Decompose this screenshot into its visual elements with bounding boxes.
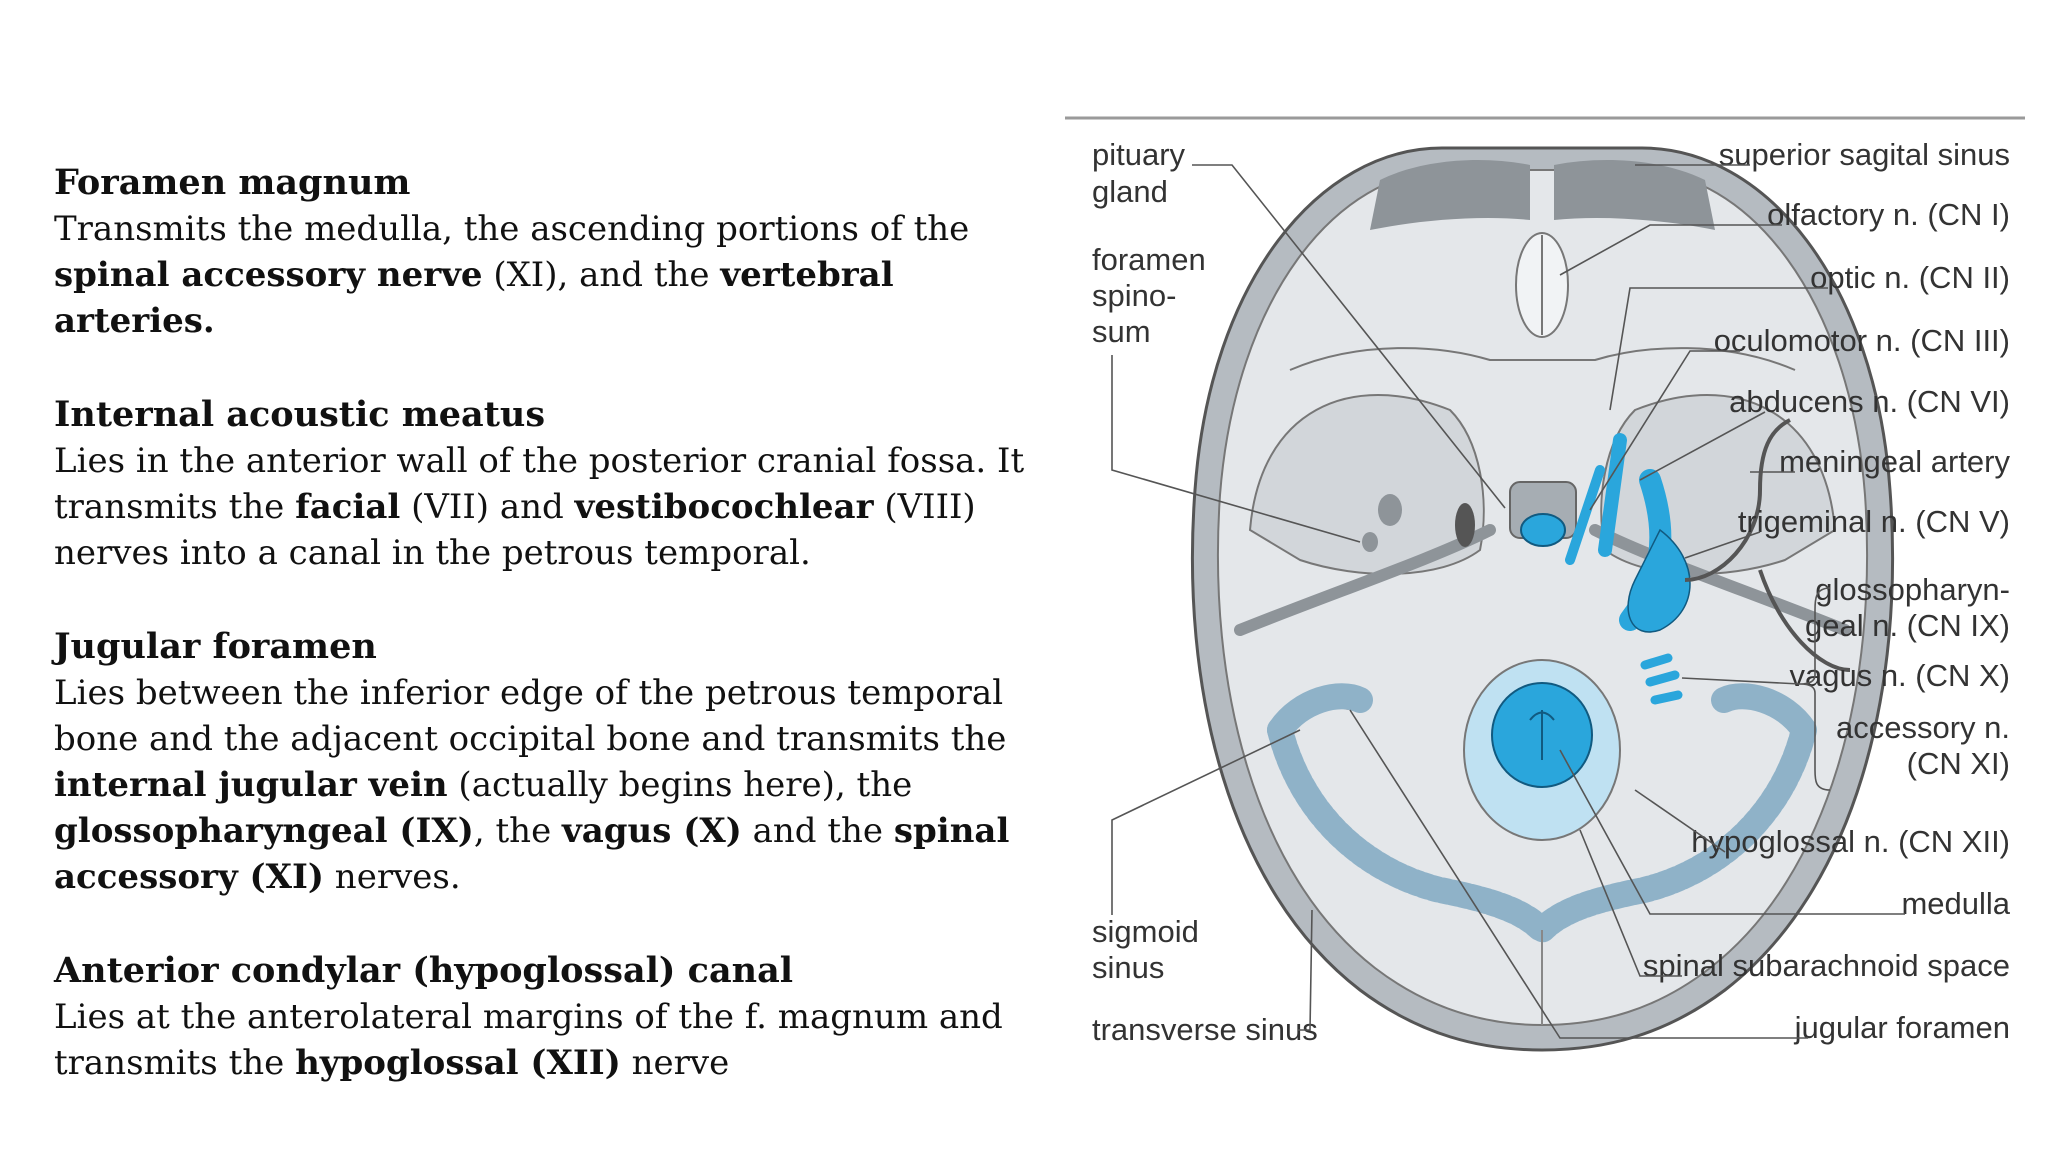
label-pituary: pituary — [1092, 137, 1186, 172]
meningeal-artery-branch — [1758, 569, 1851, 672]
frontal-sinus-left — [1370, 160, 1530, 230]
label-sigmoid-1: sigmoid — [1092, 914, 1199, 949]
leader-hypoglossal — [1634, 789, 1726, 853]
label-hypoglossal: hypoglossal n. (CN XII) — [1691, 824, 2010, 859]
vagus-nerve — [1645, 670, 1680, 687]
label-superior-sagital: superior sagital sinus — [1719, 137, 2010, 172]
label-optic: optic n. (CN II) — [1810, 260, 2010, 295]
skull-base-svg: pituary gland foramen spino- sum sigmoid… — [1065, 116, 2025, 1052]
bold-term: vestibocochlear — [574, 487, 874, 527]
section-internal-acoustic-meatus: Internal acoustic meatus Lies in the ant… — [54, 392, 1064, 576]
skull-drawing — [1190, 146, 1895, 1052]
frontal-sinus-right — [1554, 160, 1715, 230]
glossopharyngeal-nerve — [1640, 653, 1673, 670]
right-labels: superior sagital sinus olfactory n. (CN … — [1349, 137, 2011, 1045]
text-run: nerves. — [324, 857, 461, 897]
label-meningeal: meningeal artery — [1779, 444, 2010, 479]
leader-jugular — [1349, 709, 1808, 1039]
label-abducens: abducens n. (CN VI) — [1729, 384, 2010, 419]
bold-term: spinal accessory (XI) — [54, 811, 1010, 897]
section-heading: Foramen magnum — [54, 162, 411, 203]
bold-term: glossopharyngeal (IX) — [54, 811, 474, 851]
leader-trigeminal — [1684, 531, 1761, 559]
text-run: Transmits the medulla, the ascending por… — [54, 209, 970, 249]
pituitary-gland — [1520, 513, 1566, 547]
leader-medulla — [1559, 749, 1905, 915]
label-olfactory: olfactory n. (CN I) — [1767, 197, 2010, 232]
optic-nerve-branch — [1598, 433, 1627, 557]
bold-term: facial — [295, 487, 401, 527]
bold-term: internal jugular vein — [54, 765, 448, 805]
text-run: nerve — [620, 1043, 730, 1083]
section-body: Transmits the medulla, the ascending por… — [54, 206, 1064, 344]
carotid-canal-left — [1455, 503, 1475, 547]
label-spinosum-1: foramen — [1092, 242, 1206, 277]
label-jugular: jugular foramen — [1794, 1010, 2010, 1045]
accessory-nerve — [1650, 690, 1683, 705]
label-transverse: transverse sinus — [1092, 1012, 1318, 1047]
leader-optic — [1609, 287, 1828, 411]
text-run: (actually begins here), the — [447, 765, 913, 805]
sigmoid-sinus-left — [1267, 683, 1373, 743]
oculomotor-nerve-branch — [1565, 465, 1605, 565]
text-run: Lies between the inferior edge of the pe… — [54, 673, 1007, 759]
label-accessory-1: accessory n. — [1836, 710, 2010, 745]
section-body: Lies in the anterior wall of the posteri… — [54, 438, 1064, 576]
label-trigeminal: trigeminal n. (CN V) — [1738, 504, 2010, 539]
text-run: and the — [741, 811, 894, 851]
bold-term: spinal accessory nerve — [54, 255, 483, 295]
section-body: Lies between the inferior edge of the pe… — [54, 670, 1064, 900]
trigeminal-ganglion — [1627, 528, 1691, 633]
text-run: (XI), and the — [482, 255, 721, 295]
skull-base-diagram: pituary gland foramen spino- sum sigmoid… — [1060, 110, 2030, 1060]
leader-sigmoid — [1111, 729, 1301, 915]
text-run: Lies in the anterior wall of the posteri… — [54, 441, 1025, 527]
bold-term: vertebral arteries. — [54, 255, 894, 341]
leader-spinal-sub — [1579, 829, 1682, 977]
label-vagus: vagus n. (CN X) — [1789, 658, 2010, 693]
bold-term: hypoglossal (XII) — [295, 1043, 621, 1083]
label-glosso-1: glossopharyn- — [1815, 572, 2010, 607]
text-run: (VIII) nerves into a canal in the petrou… — [54, 487, 976, 573]
section-heading: Internal acoustic meatus — [54, 394, 546, 435]
label-glosso-2: geal n. (CN IX) — [1805, 608, 2010, 643]
leader-abducens — [1639, 411, 1766, 481]
left-labels: pituary gland foramen spino- sum sigmoid… — [1092, 137, 1506, 1047]
label-pituary-2: gland — [1092, 174, 1168, 209]
section-heading: Anterior condylar (hypoglossal) canal — [54, 950, 794, 991]
bold-term: vagus (X) — [562, 811, 742, 851]
leader-olfactory — [1559, 224, 1782, 276]
foramen-spinosum-left — [1362, 532, 1378, 552]
label-accessory-2: (CN XI) — [1907, 746, 2010, 781]
label-spinosum-2: spino- — [1092, 278, 1176, 313]
text-run: , the — [473, 811, 562, 851]
label-spinosum-3: sum — [1092, 314, 1151, 349]
section-hypoglossal-canal: Anterior condylar (hypoglossal) canal Li… — [54, 948, 1064, 1086]
text-run: Lies at the anterolateral margins of the… — [54, 997, 1003, 1083]
text-panel: Foramen magnum Transmits the medulla, th… — [54, 160, 1064, 1134]
section-jugular-foramen: Jugular foramen Lies between the inferio… — [54, 624, 1064, 900]
text-run: (VII) and — [400, 487, 575, 527]
leader-oculomotor — [1589, 350, 1740, 511]
label-spinal-sub: spinal subarachnoid space — [1643, 948, 2010, 983]
section-foramen-magnum: Foramen magnum Transmits the medulla, th… — [54, 160, 1064, 344]
label-sigmoid-2: sinus — [1092, 950, 1164, 985]
section-body: Lies at the anterolateral margins of the… — [54, 994, 1064, 1086]
medulla-fissure — [1529, 710, 1555, 760]
leader-jugular-nerves — [1681, 677, 1801, 685]
section-heading: Jugular foramen — [54, 626, 377, 667]
foramen-ovale-left — [1378, 494, 1402, 526]
sigmoid-sinus-right — [1711, 683, 1817, 743]
label-oculomotor: oculomotor n. (CN III) — [1714, 323, 2010, 358]
leader-spinosum — [1111, 355, 1361, 543]
leader-pituary — [1192, 164, 1506, 509]
leader-transverse — [1298, 909, 1313, 1031]
meningeal-artery — [1684, 418, 1791, 582]
label-medulla: medulla — [1901, 886, 2010, 921]
